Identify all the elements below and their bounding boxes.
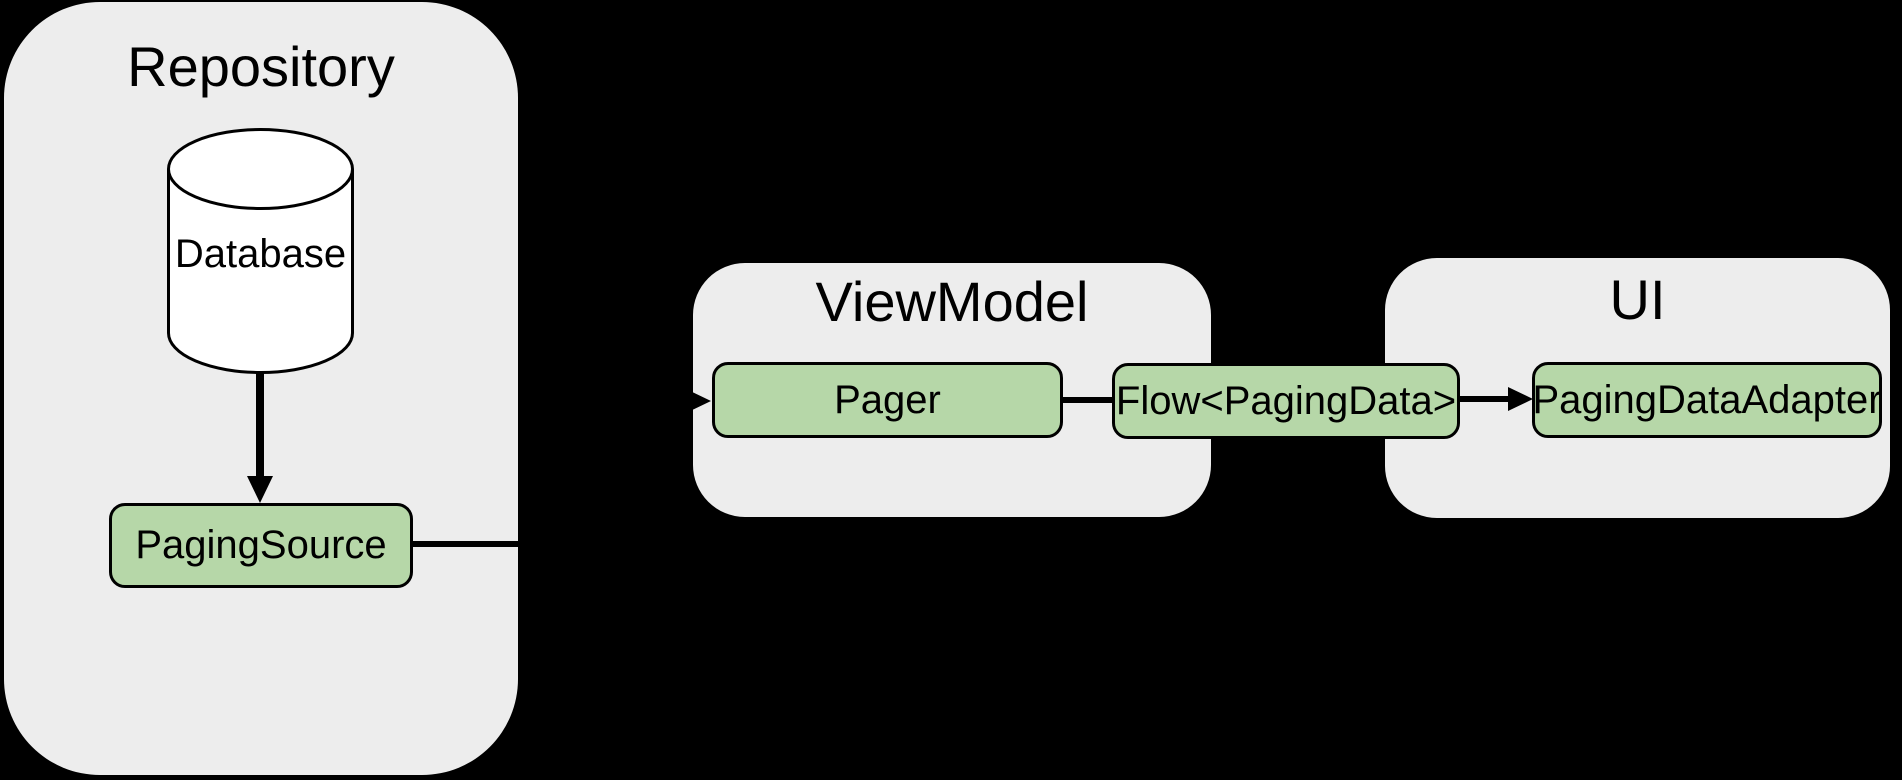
arrow-flow-to-adapter-head xyxy=(1508,387,1533,411)
viewmodel-group-title: ViewModel xyxy=(815,270,1089,333)
paging-data-adapter-node: PagingDataAdapter xyxy=(1532,362,1882,438)
database-label: Database xyxy=(174,232,347,276)
arrow-pagingsource-to-pager-shaft xyxy=(412,398,688,547)
database-cylinder-icon xyxy=(167,128,354,374)
flow-paging-data-node: Flow<PagingData> xyxy=(1112,363,1460,439)
arrow-database-to-pagingsource-head xyxy=(247,476,273,503)
arrow-pagingsource-to-pager-head xyxy=(686,389,711,413)
paging-source-node: PagingSource xyxy=(109,503,413,588)
cylinder-top xyxy=(167,128,354,210)
ui-group-title: UI xyxy=(1609,268,1666,331)
pager-node: Pager xyxy=(712,362,1063,438)
repository-group-title: Repository xyxy=(127,35,395,98)
